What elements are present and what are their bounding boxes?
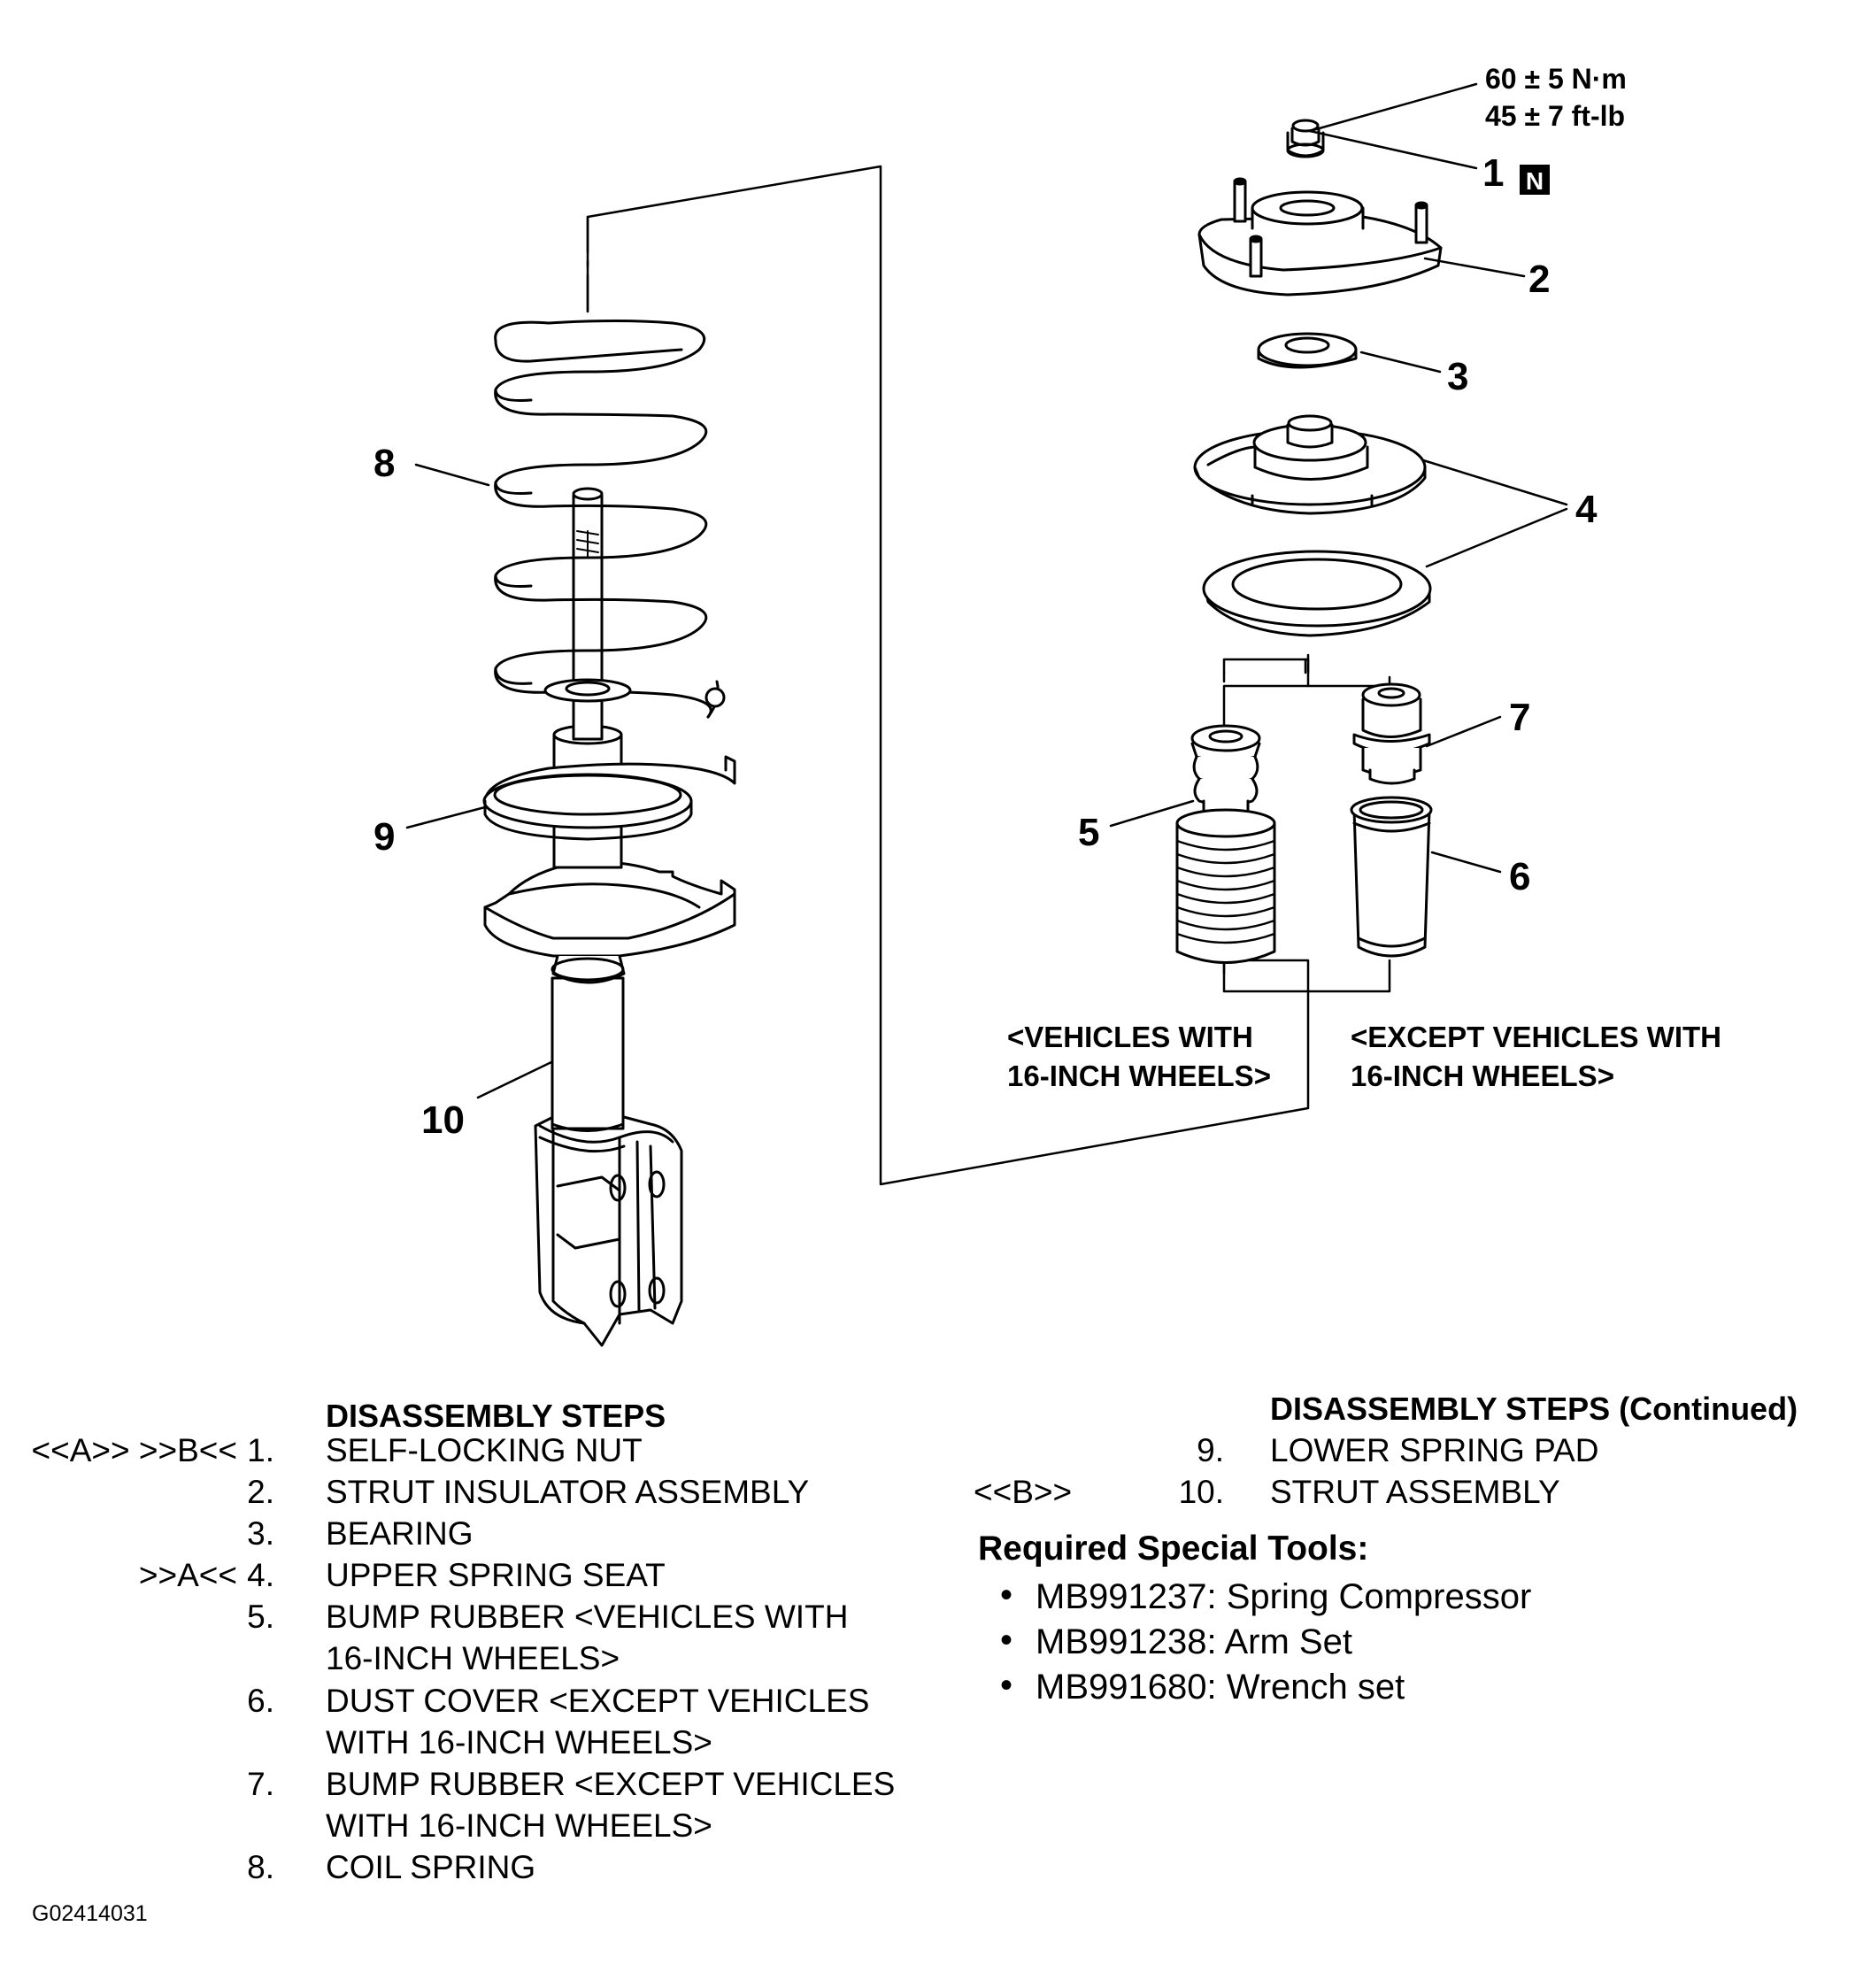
- bullet-icon: •: [1000, 1621, 1013, 1660]
- lower-spring-pad: [482, 755, 736, 841]
- step-description: SELF-LOCKING NUT: [326, 1432, 643, 1468]
- step-number: 5.: [247, 1599, 274, 1636]
- special-tool-label: MB991680: Wrench set: [1036, 1668, 1405, 1707]
- step-service-mark: <<B>>: [974, 1474, 1073, 1510]
- step-description: 16-INCH WHEELS>: [326, 1640, 620, 1677]
- step-number: 9.: [1197, 1432, 1224, 1468]
- step-description: BUMP RUBBER <VEHICLES WITH: [326, 1599, 849, 1636]
- step-number: 10.: [1178, 1474, 1224, 1510]
- callout-5: 5: [1078, 811, 1099, 854]
- callout-4: 4: [1575, 488, 1598, 531]
- step-number: 2.: [247, 1474, 274, 1511]
- callout-6: 6: [1509, 855, 1530, 898]
- step-description: DUST COVER <EXCEPT VEHICLES: [326, 1682, 870, 1719]
- callout-9: 9: [373, 815, 395, 859]
- special-tool-label: MB991238: Arm Set: [1036, 1622, 1352, 1661]
- step-description: BEARING: [326, 1515, 474, 1553]
- coil-spring: [494, 320, 726, 719]
- variant-label-right-line2: 16-INCH WHEELS>: [1351, 1059, 1614, 1092]
- step-number: 6.: [247, 1682, 274, 1719]
- dust-cover: [1350, 796, 1433, 958]
- new-part-badge-letter: N: [1526, 167, 1544, 195]
- step-description: WITH 16-INCH WHEELS>: [326, 1723, 712, 1761]
- step-number: 1.: [247, 1432, 274, 1468]
- step-number: 7.: [247, 1765, 274, 1802]
- special-tools-heading: Required Special Tools:: [978, 1530, 1369, 1568]
- strut-exploded-diagram: 1 N 2 3 4 5 6 7 8 9 10 60 ± 5 N·m 45 ± 7…: [373, 63, 1721, 1347]
- step-number: 3.: [247, 1515, 274, 1553]
- bullet-icon: •: [1000, 1666, 1013, 1705]
- variant-label-left-line2: 16-INCH WHEELS>: [1007, 1059, 1271, 1092]
- callout-8: 8: [373, 442, 395, 485]
- figure-id: G02414031: [32, 1901, 148, 1926]
- leader-lines: [405, 82, 1568, 1099]
- callout-3: 3: [1447, 355, 1468, 398]
- step-description: WITH 16-INCH WHEELS>: [326, 1807, 712, 1844]
- variant-label-left-line1: <VEHICLES WITH: [1007, 1021, 1253, 1053]
- step-description: UPPER SPRING SEAT: [326, 1557, 666, 1594]
- step-number: 4.: [247, 1557, 274, 1594]
- strut-insulator-assembly: [1197, 177, 1443, 297]
- upper-spring-seat: [1193, 414, 1432, 637]
- step-description: LOWER SPRING PAD: [1270, 1432, 1599, 1468]
- callout-1: 1: [1482, 151, 1504, 195]
- step-service-mark: <<A>> >>B<<: [31, 1432, 238, 1468]
- bearing: [1257, 332, 1358, 369]
- special-tool-label: MB991237: Spring Compressor: [1036, 1577, 1532, 1616]
- step-description: BUMP RUBBER <EXCEPT VEHICLES: [326, 1765, 896, 1802]
- step-number: 8.: [247, 1849, 274, 1885]
- bump-rubber-16in: [1175, 724, 1276, 964]
- variant-label-right-line1: <EXCEPT VEHICLES WITH: [1351, 1021, 1721, 1053]
- callout-10: 10: [421, 1098, 465, 1142]
- callout-2: 2: [1528, 258, 1550, 301]
- bump-rubber-except-16in: [1352, 682, 1431, 785]
- disassembly-steps-continued-heading: DISASSEMBLY STEPS (Continued): [1270, 1391, 1798, 1427]
- self-locking-nut: [1286, 119, 1325, 158]
- callout-7: 7: [1509, 696, 1530, 739]
- torque-spec-imperial: 45 ± 7 ft-lb: [1485, 100, 1625, 132]
- step-description: STRUT ASSEMBLY: [1270, 1474, 1560, 1510]
- step-description: COIL SPRING: [326, 1849, 536, 1885]
- bullet-icon: •: [1000, 1576, 1013, 1614]
- new-part-badge: N: [1520, 165, 1550, 195]
- torque-spec-metric: 60 ± 5 N·m: [1485, 63, 1627, 95]
- step-service-mark: >>A<<: [138, 1557, 237, 1594]
- step-description: STRUT INSULATOR ASSEMBLY: [326, 1474, 810, 1511]
- strut-assembly: [483, 487, 736, 1347]
- disassembly-steps-heading: DISASSEMBLY STEPS: [326, 1398, 666, 1434]
